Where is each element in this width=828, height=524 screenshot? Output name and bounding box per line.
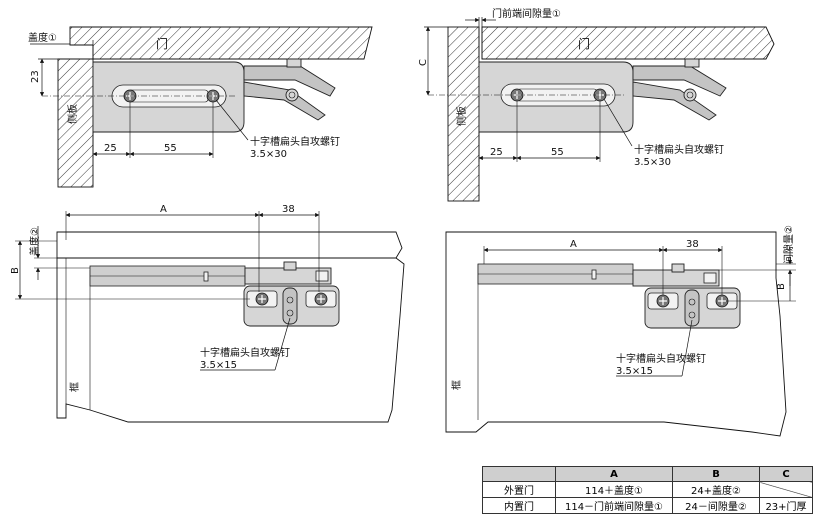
dimension-table: A B C 外置门 114＋盖度① 24+盖度② 内置门 114－门前端间隙量①… [482,466,813,514]
dim-38: 38 [686,239,699,250]
table-cell: 外置门 [482,481,556,498]
front-gap1-label: 门前端间隙量① [492,7,561,20]
dim-A: A [570,239,577,250]
table-header: C [759,466,813,482]
side-panel-label: 侧板 [66,104,79,124]
dim-55: 55 [164,143,177,154]
table-cell: 24－间隙量② [672,497,760,514]
dim-55: 55 [551,147,564,158]
table-cell: 114＋盖度① [555,481,673,498]
dim-B: B [776,283,787,290]
gap2-label: 间隙量② [782,225,795,264]
table-cell: 23+门厚 [759,497,813,514]
side-panel-section [57,58,94,188]
screw-a-name: 十字槽扁头自攻螺钉 [250,135,340,148]
screw-a-size: 3.5×30 [250,149,287,160]
frame-label: 框 [68,382,81,392]
screw-a-name: 十字槽扁头自攻螺钉 [634,143,724,156]
table-header-row: A B C [482,466,813,482]
bottom-right-view: A 38 间隙量② B 框 十字槽扁头自攻螺钉 3.5×15 [445,225,796,437]
door-section [69,26,373,60]
door-outline [56,231,403,259]
table-header [482,466,556,482]
screw-b-name: 十字槽扁头自攻螺钉 [616,352,706,365]
screw-b-size: 3.5×15 [200,360,237,371]
dim-B: B [10,267,21,274]
table-cell: 114－门前端间隙量① [555,497,673,514]
bottom-left-view: A 38 盖度② B 框 十字槽扁头自攻螺钉 3.5×15 [10,204,405,423]
screw-b-size: 3.5×15 [616,366,653,377]
table-cell [759,481,813,498]
dim-38: 38 [282,204,295,215]
dim-25: 25 [490,147,503,158]
door-label: 门 [156,36,168,51]
screw-b-name: 十字槽扁头自攻螺钉 [200,346,290,359]
dim-23: 23 [30,70,41,83]
table-row: 内置门 114－门前端间隙量① 24－间隙量② 23+门厚 [482,497,813,514]
door-label: 门 [578,36,590,51]
table-cell: 24+盖度② [672,481,760,498]
screw-a-size: 3.5×30 [634,157,671,168]
door-section [481,26,775,60]
table-cell: 内置门 [482,497,556,514]
overlay1-label: 盖度① [28,31,57,44]
dim-25: 25 [104,143,117,154]
side-panel-section [447,26,480,202]
frame-outline [445,231,787,437]
side-panel-label: 侧板 [455,106,468,126]
frame-label: 框 [450,380,463,390]
top-left-view: 盖度① 23 侧板 门 25 55 十字槽扁头自攻螺钉 3.5×30 [28,26,373,188]
dim-A: A [160,204,167,215]
hinge-arm [632,81,717,121]
table-row: 外置门 114＋盖度① 24+盖度② [482,481,813,498]
overlay2-label: 盖度② [28,227,41,256]
dim-C: C [418,59,429,66]
table-header: A [555,466,673,482]
top-right-view: 门前端间隙量① C 侧板 门 25 55 十字槽扁头自攻螺钉 3.5×30 [418,7,775,202]
frame-outline [56,257,405,423]
table-header: B [672,466,760,482]
